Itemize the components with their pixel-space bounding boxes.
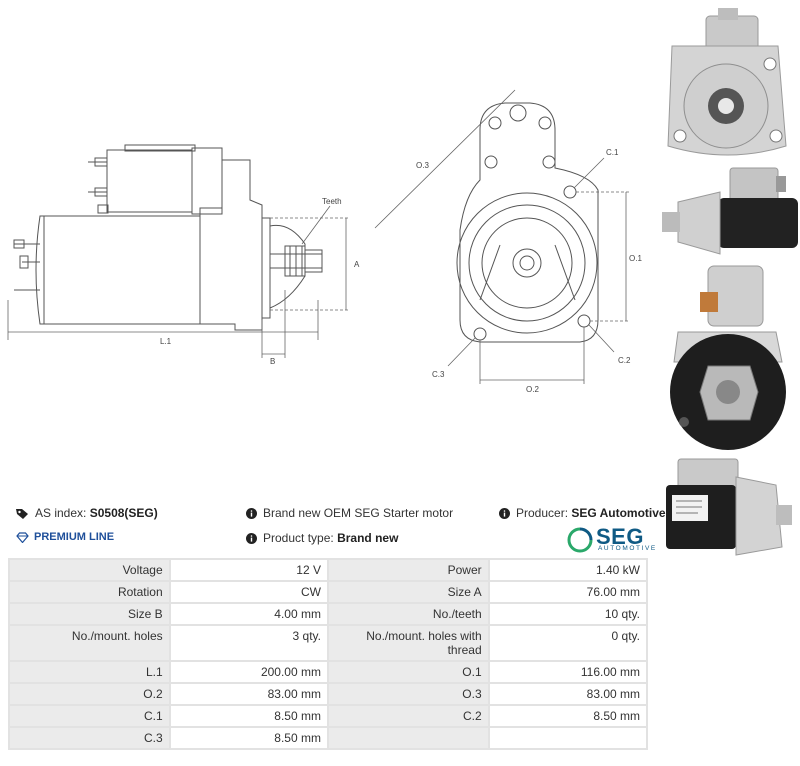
- spec-label: O.2: [10, 684, 169, 704]
- label-o1: O.1: [629, 254, 642, 263]
- spec-label: No./mount. holes with thread: [328, 626, 488, 660]
- spec-value: [489, 728, 646, 748]
- label-a: A: [354, 260, 360, 269]
- spec-value: 10 qty.: [489, 604, 646, 624]
- premium-line: PREMIUM LINE: [16, 531, 114, 543]
- spec-value: 8.50 mm: [489, 706, 646, 726]
- spec-value: 12 V: [170, 560, 327, 580]
- spec-label: No./mount. holes: [10, 626, 169, 660]
- product-photo-side[interactable]: [658, 162, 798, 257]
- spec-label: O.3: [328, 684, 488, 704]
- spec-value: 116.00 mm: [489, 662, 646, 682]
- product-photo-rear[interactable]: [658, 262, 798, 452]
- side-view: [13, 144, 323, 331]
- premium-line-label: PREMIUM LINE: [34, 531, 115, 543]
- spec-label: Voltage: [10, 560, 169, 580]
- spec-value: 8.50 mm: [170, 728, 327, 748]
- spec-label: C.3: [10, 728, 169, 748]
- info-circle-icon: [499, 507, 510, 519]
- spec-value: 8.50 mm: [170, 706, 327, 726]
- label-b: B: [270, 357, 275, 366]
- spec-label: Rotation: [10, 582, 169, 602]
- producer: Producer: SEG Automotive: [499, 506, 666, 520]
- spec-label: C.1: [10, 706, 169, 726]
- product-photo-front[interactable]: [658, 6, 798, 161]
- producer-value: SEG Automotive: [571, 506, 666, 520]
- spec-value: 0 qty.: [489, 626, 646, 660]
- label-c1: C.1: [606, 148, 619, 157]
- spec-value: 76.00 mm: [489, 582, 646, 602]
- product-type-label: Product type:: [263, 531, 334, 545]
- spec-label: Size A: [328, 582, 488, 602]
- as-index-label: AS index:: [35, 506, 87, 520]
- producer-label: Producer:: [516, 506, 569, 520]
- spec-label: No./teeth: [328, 604, 488, 624]
- spec-value: 1.40 kW: [489, 560, 646, 580]
- product-description: Brand new OEM SEG Starter motor: [246, 506, 453, 520]
- spec-value: 4.00 mm: [170, 604, 327, 624]
- as-index: AS index: S0508(SEG): [16, 506, 158, 520]
- logo-subtitle: AUTOMOTIVE: [598, 545, 657, 552]
- spec-label: C.2: [328, 706, 488, 726]
- label-c3: C.3: [432, 370, 445, 379]
- product-type: Product type: Brand new: [246, 531, 398, 545]
- spec-label: [328, 728, 488, 748]
- diamond-icon: [16, 531, 29, 543]
- spec-value: 83.00 mm: [489, 684, 646, 704]
- label-c2: C.2: [618, 356, 631, 365]
- logo-word: SEG: [596, 524, 644, 549]
- label-o3: O.3: [416, 161, 429, 170]
- spec-value: 83.00 mm: [170, 684, 327, 704]
- product-type-value: Brand new: [337, 531, 399, 545]
- info-circle-icon: [246, 507, 257, 519]
- product-photo-angle[interactable]: [658, 455, 798, 560]
- info-circle-icon: [246, 532, 257, 544]
- spec-label: O.1: [328, 662, 488, 682]
- spec-value: 200.00 mm: [170, 662, 327, 682]
- front-view: [456, 102, 599, 343]
- label-teeth: Teeth: [322, 197, 342, 206]
- spec-label: Power: [328, 560, 488, 580]
- label-l1: L.1: [160, 337, 172, 346]
- spec-label: Size B: [10, 604, 169, 624]
- spec-value: CW: [170, 582, 327, 602]
- technical-drawing: Teeth A B L.1 O.3 O.1 O.2 C.1 C.2 C.3: [7, 89, 642, 394]
- spec-label: L.1: [10, 662, 169, 682]
- spec-value: 3 qty.: [170, 626, 327, 660]
- tag-icon: [16, 508, 28, 519]
- as-index-value: S0508(SEG): [89, 506, 158, 520]
- logo-ring-icon: [567, 527, 593, 553]
- description-text: Brand new OEM SEG Starter motor: [263, 506, 454, 520]
- label-o2: O.2: [526, 385, 539, 394]
- seg-automotive-logo: SEG AUTOMOTIVE: [566, 524, 655, 554]
